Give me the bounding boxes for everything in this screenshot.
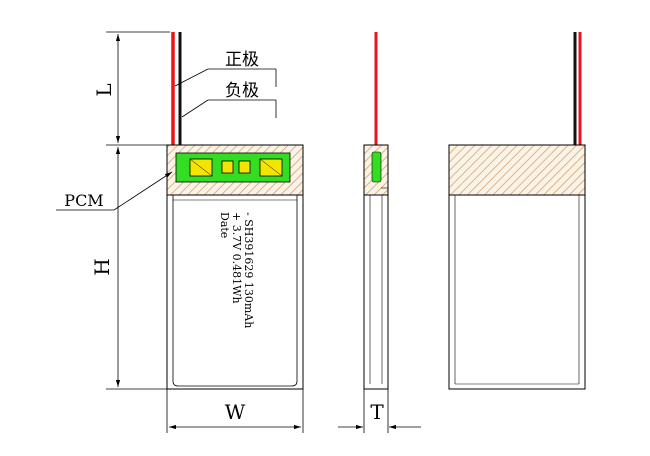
pouch-outline [172,194,298,387]
dimension-W-label: W [225,400,246,424]
pcm-board [175,152,291,183]
dimension-T: T [338,389,421,433]
dimension-T-label: T [370,400,384,424]
back-view [448,32,586,390]
pcm-pad-small-1 [221,160,234,174]
side-view [363,32,389,390]
cell-print-label: - SH391629 130mAh + 3.7V 0.481Wh Date [218,212,255,328]
positive-label: 正极 [225,50,259,70]
pcm-label: PCM [64,191,103,210]
dimension-L-label: L [92,83,116,96]
back-hatch [448,144,586,196]
side-pcm [371,151,382,183]
polarity-leaders: 正极 负极 [174,50,277,118]
negative-label: 负极 [225,81,259,101]
pcm-pad-small-2 [238,160,251,174]
pcm-leader: PCM [56,171,173,211]
dimension-W: W [166,389,304,433]
dimension-L: L [92,31,170,146]
cell-print-line2: + 3.7V 0.481Wh [230,212,243,304]
front-view: - SH391629 130mAh + 3.7V 0.481Wh Date [166,32,304,390]
cell-print-line3: Date [218,212,231,238]
dimension-H: H [90,147,167,390]
dimension-H-label: H [90,258,114,275]
front-wires [171,32,182,145]
cell-print-line1: - SH391629 130mAh [242,212,255,328]
